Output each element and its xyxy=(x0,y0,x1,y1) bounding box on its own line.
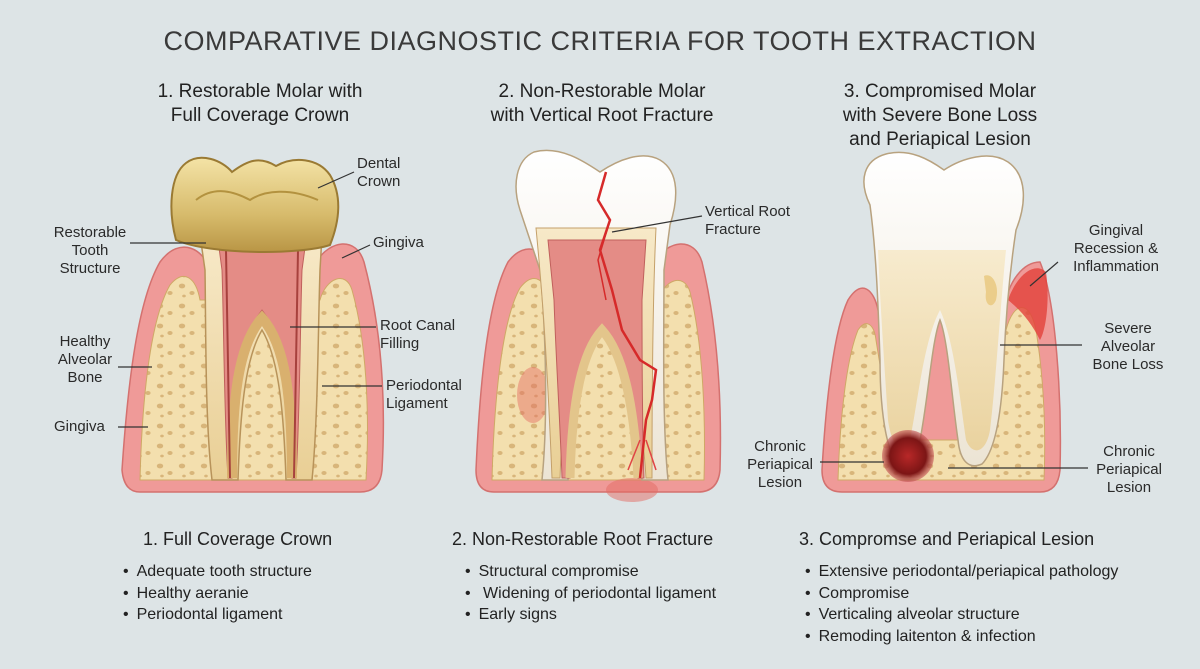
list-item: Compromise xyxy=(805,583,1118,605)
label-restorable-tooth-structure: Restorable Tooth Structure xyxy=(53,224,127,277)
label-root-canal-filling: Root Canal Filling xyxy=(380,317,456,352)
label-severe-bone-loss: Severe Alveolar Bone Loss xyxy=(1092,320,1164,373)
label-gingiva-top: Gingiva xyxy=(373,234,424,251)
label-healthy-alveolar-bone: Healthy Alveolar Bone xyxy=(57,333,113,386)
panel-3-illustration xyxy=(820,151,1088,493)
list-item: Periodontal ligament xyxy=(123,604,312,626)
label-periodontal-ligament: Periodontal Ligament xyxy=(386,377,462,412)
label-gingiva-bottom: Gingiva xyxy=(54,418,105,435)
section-3-title: 3. Compromse and Periapical Lesion xyxy=(799,529,1095,549)
list-item: Verticaling alveolar structure xyxy=(805,604,1118,626)
list-item: Remoding laitenton & infection xyxy=(805,626,1118,648)
section-1-title: 1. Full Coverage Crown xyxy=(143,529,333,549)
section-3-bullets: Extensive periodontal/periapical patholo… xyxy=(805,561,1119,648)
list-item: Extensive periodontal/periapical patholo… xyxy=(805,561,1119,583)
list-item: Structural compromise xyxy=(465,561,716,583)
section-2-title: 2. Non-Restorable Root Fracture xyxy=(452,529,714,549)
label-gingival-recession: Gingival Recession & Inflammation xyxy=(1073,222,1159,275)
panel-1-illustration xyxy=(118,156,385,493)
page-title: COMPARATIVE DIAGNOSTIC CRITERIA FOR TOOT… xyxy=(163,26,1037,56)
periapical-lesion xyxy=(882,430,934,482)
vertical-fracture-line xyxy=(596,171,658,479)
list-item: Early signs xyxy=(465,604,716,626)
section-1-bullets: Adequate tooth structure Healthy aeranie… xyxy=(123,561,312,626)
panel-2-illustration xyxy=(475,149,722,502)
label-periapical-lesion-left: Chronic Periapical Lesion xyxy=(747,438,813,491)
panel-1-heading: 1. Restorable Molar with Full Coverage C… xyxy=(157,81,363,126)
label-periapical-lesion-right: Chronic Periapical Lesion xyxy=(1096,443,1162,496)
list-item: Adequate tooth structure xyxy=(123,561,312,583)
section-2-bullets: Structural compromise Widening of period… xyxy=(465,561,716,626)
list-item: Healthy aeranie xyxy=(123,583,312,605)
list-item: Widening of periodontal ligament xyxy=(465,583,716,605)
dental-crown-gold xyxy=(170,156,340,253)
label-dental-crown: Dental Crown xyxy=(357,155,401,190)
panel-2-heading: 2. Non-Restorable Molar with Vertical Ro… xyxy=(490,81,714,126)
pulp-chamber xyxy=(217,239,307,479)
panel-3-heading: 3. Compromised Molar with Severe Bone Lo… xyxy=(842,81,1038,150)
label-vertical-root-fracture: Vertical Root Fracture xyxy=(705,203,791,238)
